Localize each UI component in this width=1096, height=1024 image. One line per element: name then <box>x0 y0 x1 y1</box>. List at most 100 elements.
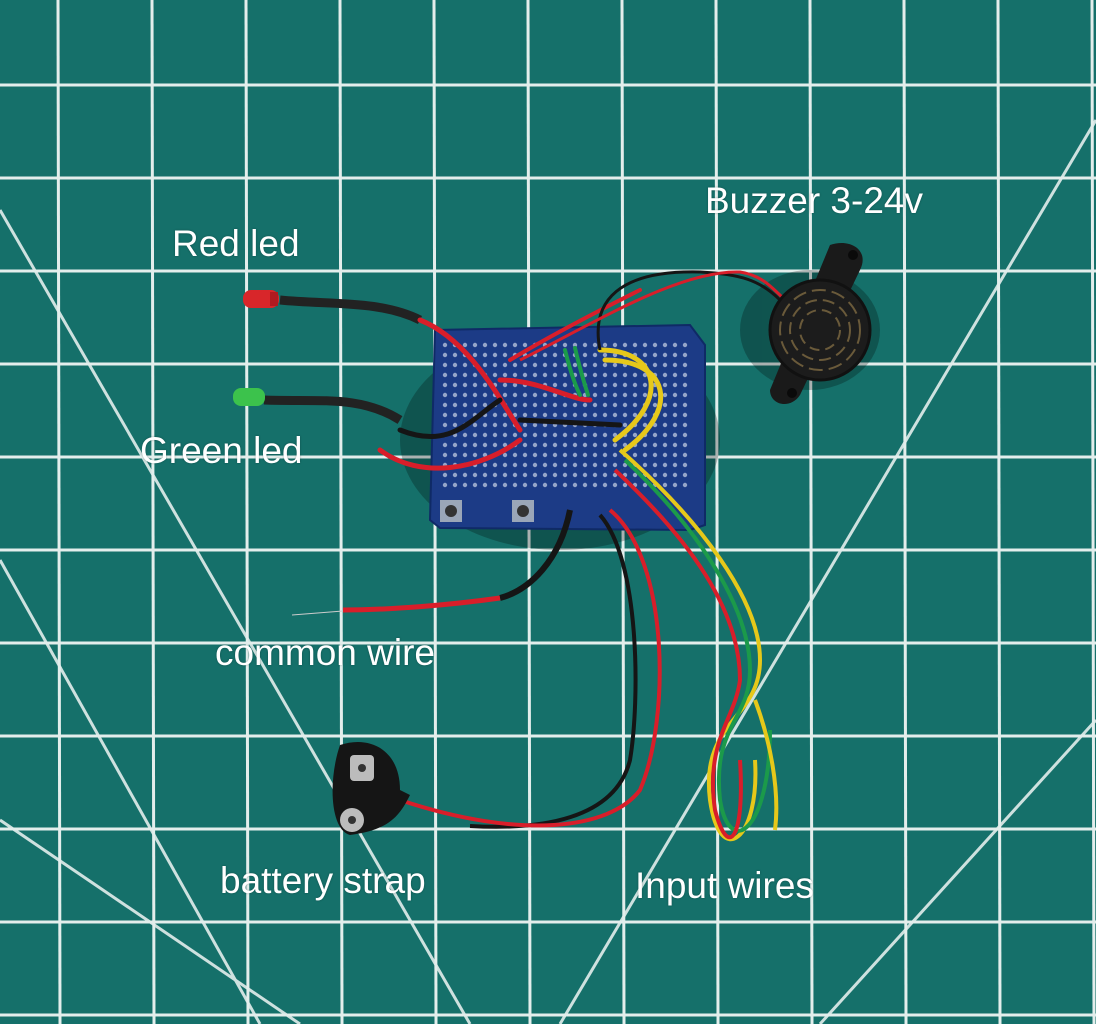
pcb-hole <box>642 422 648 428</box>
pcb-hole <box>492 362 498 368</box>
pcb-hole <box>442 452 448 458</box>
pcb-hole <box>482 432 488 438</box>
pcb-hole <box>472 472 478 478</box>
pcb-hole <box>682 382 688 388</box>
pcb-hole <box>542 402 548 408</box>
pcb-hole <box>572 462 578 468</box>
pcb-hole <box>442 412 448 418</box>
pcb-hole <box>452 412 458 418</box>
pcb-hole <box>602 472 608 478</box>
pcb-hole <box>582 432 588 438</box>
pcb-hole <box>602 412 608 418</box>
pcb-hole <box>542 442 548 448</box>
pcb-hole <box>492 342 498 348</box>
pcb-hole <box>452 472 458 478</box>
pcb-hole <box>592 412 598 418</box>
pcb-hole <box>572 432 578 438</box>
pcb-hole <box>552 442 558 448</box>
pcb-hole <box>542 452 548 458</box>
pcb-hole <box>462 472 468 478</box>
pcb-hole <box>592 392 598 398</box>
pcb-hole <box>592 462 598 468</box>
pcb-hole <box>482 382 488 388</box>
pcb-hole <box>592 402 598 408</box>
pcb-hole <box>612 462 618 468</box>
pcb-hole <box>542 352 548 358</box>
pcb-hole <box>492 352 498 358</box>
pcb-hole <box>522 432 528 438</box>
pcb-hole <box>482 462 488 468</box>
pcb-hole <box>602 402 608 408</box>
pcb-hole <box>642 392 648 398</box>
pcb-hole <box>652 472 658 478</box>
pcb-hole <box>472 372 478 378</box>
pcb-hole <box>472 392 478 398</box>
pcb-hole <box>502 442 508 448</box>
pcb-hole <box>492 432 498 438</box>
pcb-hole <box>602 452 608 458</box>
pcb-hole <box>562 442 568 448</box>
pcb-hole <box>612 442 618 448</box>
pcb-hole <box>502 382 508 388</box>
pcb-hole <box>602 362 608 368</box>
pcb-hole <box>452 362 458 368</box>
pcb-hole <box>622 412 628 418</box>
pcb-hole <box>662 422 668 428</box>
pcb-hole <box>622 462 628 468</box>
pcb-hole <box>602 442 608 448</box>
pcb-hole <box>612 362 618 368</box>
pcb-hole <box>472 442 478 448</box>
pcb-hole <box>502 432 508 438</box>
pcb-hole <box>652 452 658 458</box>
grid-line-vertical <box>902 0 908 1024</box>
pcb-hole <box>582 482 588 488</box>
pcb-hole <box>472 342 478 348</box>
pcb-hole <box>532 442 538 448</box>
pcb-hole <box>612 472 618 478</box>
pcb-hole <box>542 482 548 488</box>
label-common-wire: common wire <box>215 632 435 673</box>
cutting-mat-diagonals <box>0 119 1096 1024</box>
pcb-hole <box>622 342 628 348</box>
pcb-hole <box>532 412 538 418</box>
pcb-hole <box>662 392 668 398</box>
pcb-hole <box>642 342 648 348</box>
pcb-hole <box>672 432 678 438</box>
pcb-hole <box>632 402 638 408</box>
pcb-hole <box>532 402 538 408</box>
pcb-hole <box>662 442 668 448</box>
pcb-hole <box>532 422 538 428</box>
pcb-hole <box>682 472 688 478</box>
pcb-hole <box>672 462 678 468</box>
pcb-hole <box>592 342 598 348</box>
pcb-hole <box>512 452 518 458</box>
pcb-hole <box>572 472 578 478</box>
pcb-hole <box>472 432 478 438</box>
grid-line-vertical <box>244 0 250 1024</box>
pcb-hole <box>662 342 668 348</box>
pcb-hole <box>652 442 658 448</box>
pcb-hole <box>462 402 468 408</box>
pcb-hole <box>492 412 498 418</box>
pcb-hole <box>682 432 688 438</box>
pcb-hole <box>502 482 508 488</box>
pcb-hole <box>442 372 448 378</box>
battery-wires <box>399 508 662 829</box>
pcb-hole <box>642 482 648 488</box>
pcb-hole <box>482 342 488 348</box>
pcb-hole <box>672 422 678 428</box>
pcb-hole <box>632 472 638 478</box>
pcb-hole <box>682 402 688 408</box>
pcb-hole <box>442 362 448 368</box>
grid-line-vertical <box>996 0 1002 1024</box>
pcb-hole <box>502 352 508 358</box>
pcb-hole <box>632 432 638 438</box>
pcb-hole <box>492 372 498 378</box>
pcb-hole <box>552 452 558 458</box>
pcb-hole <box>662 482 668 488</box>
pcb-hole <box>652 362 658 368</box>
pcb-hole <box>502 422 508 428</box>
pcb-hole <box>632 412 638 418</box>
pcb-hole <box>532 432 538 438</box>
pcb-hole <box>682 362 688 368</box>
